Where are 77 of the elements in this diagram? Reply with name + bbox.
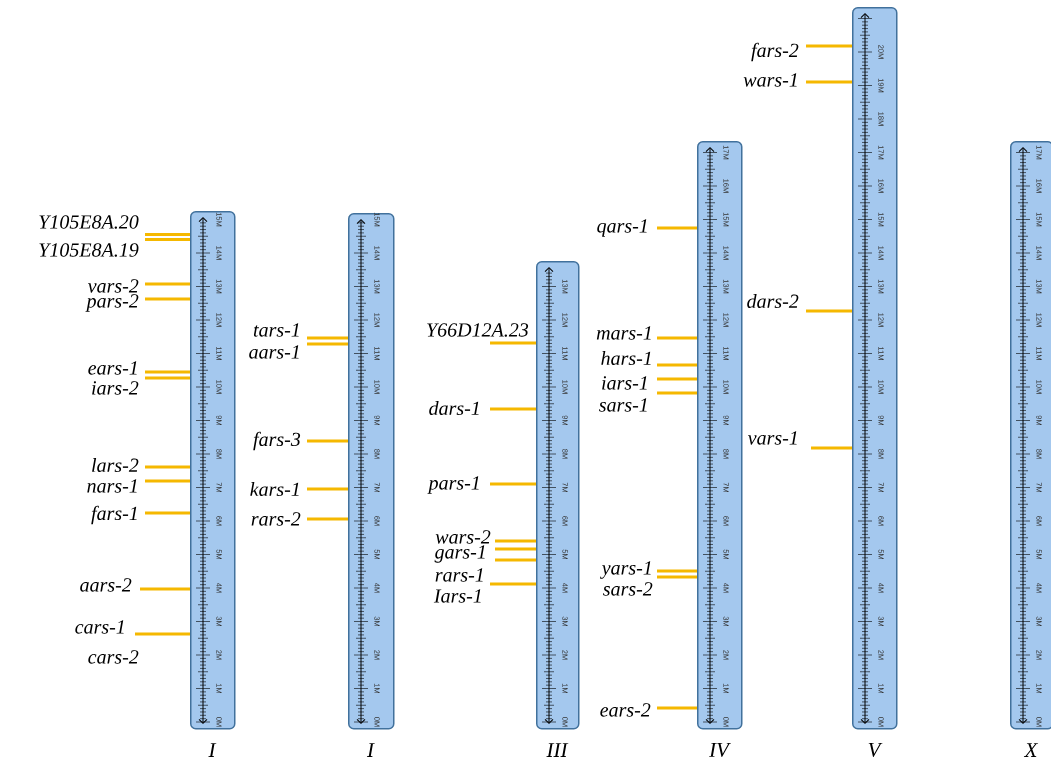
gene-label: wars-1 (743, 73, 797, 87)
gene-label: pars-1 (427, 476, 479, 494)
gene-label: gars-1 (434, 545, 485, 563)
leader-line (307, 342, 348, 346)
gene-label: dars-2 (747, 293, 799, 309)
gene-label: vars-2 (87, 279, 139, 293)
leader-line (145, 376, 190, 380)
leader-line (145, 465, 190, 469)
gene-label: Y105E8A.19 (39, 243, 139, 257)
chromosome-label: I (208, 743, 217, 757)
chromosome-label: V (868, 742, 883, 758)
leader-line (145, 297, 190, 301)
leader-line (145, 479, 190, 483)
gene-label: rars-1 (435, 568, 483, 582)
leader-line (490, 582, 536, 586)
leader-line (307, 487, 348, 491)
gene-label: aars-2 (80, 578, 132, 592)
gene-label: Y66D12A.23 (427, 323, 529, 337)
gene-label: nars-1 (87, 479, 137, 493)
leader-line (657, 569, 697, 573)
leader-line (145, 282, 190, 286)
gene-label: yars-1 (600, 561, 651, 579)
leader-line (135, 632, 190, 636)
gene-label: qars-1 (597, 219, 647, 237)
leader-line (657, 575, 697, 579)
gene-label: rars-2 (251, 512, 301, 526)
leader-line (490, 407, 536, 411)
leader-line (307, 439, 348, 443)
gene-label: iars-2 (92, 381, 139, 395)
gene-label: kars-1 (250, 481, 299, 497)
chromosome-label: IV (709, 742, 731, 758)
chromosome-label: III (546, 743, 569, 757)
gene-label: aars-1 (249, 345, 299, 359)
gene-label: tars-1 (253, 323, 299, 337)
leader-line (140, 587, 190, 591)
gene-label: cars-2 (88, 650, 139, 664)
chromosome-label: X (1023, 743, 1039, 757)
leader-line (657, 226, 697, 230)
gene-label: sars-1 (599, 398, 647, 412)
gene-label: hars-1 (601, 350, 651, 366)
leader-line (307, 336, 348, 340)
leader-line (806, 80, 852, 84)
gene-label: fars-1 (91, 505, 137, 525)
leader-line (657, 336, 697, 340)
gene-label: wars-2 (435, 530, 491, 544)
gene-label: Y105E8A.20 (39, 215, 139, 229)
leader-line (307, 517, 348, 521)
leader-line (145, 370, 190, 374)
gene-label: pars-2 (85, 294, 139, 312)
leader-line (145, 233, 190, 236)
gene-label: fars-2 (751, 42, 799, 62)
leader-line (811, 446, 852, 450)
gene-label: lars-2 (92, 457, 139, 473)
leader-line (657, 706, 697, 710)
gene-label: ears-1 (88, 361, 137, 375)
leader-line (657, 377, 697, 381)
leader-line (495, 547, 536, 551)
gene-label: Iars-1 (433, 589, 481, 603)
leader-line (145, 238, 190, 241)
leader-line (495, 558, 536, 562)
leader-line (490, 341, 536, 345)
leader-line (806, 309, 852, 313)
leader-line (657, 363, 697, 367)
gene-label: dars-1 (429, 400, 479, 416)
gene-label: vars-1 (747, 431, 797, 445)
gene-label: sars-2 (603, 582, 653, 596)
gene-label: fars-3 (253, 431, 301, 451)
leader-line (145, 511, 190, 515)
chromosome-label: I (366, 743, 375, 757)
leader-line (657, 391, 697, 395)
gene-label: iars-1 (602, 376, 647, 390)
leader-line (495, 539, 536, 543)
leader-line (490, 482, 536, 486)
gene-label: mars-1 (596, 326, 651, 340)
gene-label: ears-2 (600, 703, 651, 717)
leader-line (806, 44, 852, 48)
gene-label: cars-1 (75, 620, 124, 634)
